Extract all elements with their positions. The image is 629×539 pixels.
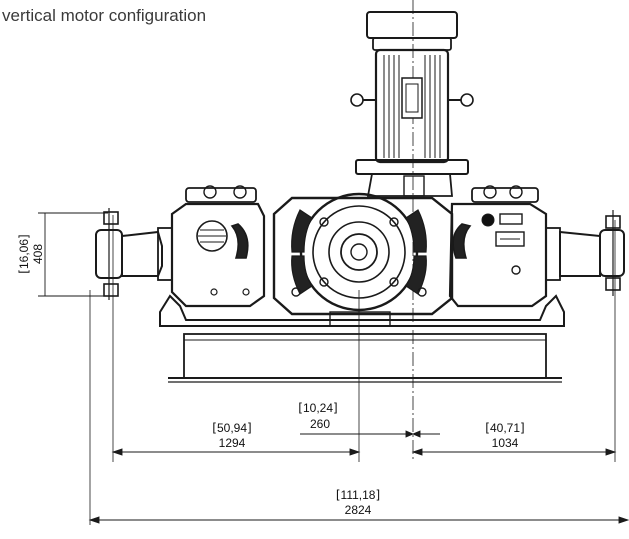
- dim-left-mm: 1294: [219, 436, 246, 450]
- dim-offset-mm: 260: [310, 417, 330, 431]
- dim-height-inch: [16,06]: [17, 234, 31, 273]
- dim-left-inch: [50,94]: [212, 421, 251, 435]
- skid-plate: [183, 333, 547, 379]
- dim-overall-inch: [111,18]: [336, 488, 380, 502]
- dim-height-mm: 408: [31, 244, 45, 264]
- lifting-eye-left: [350, 93, 364, 107]
- indicator-panel: [495, 231, 525, 247]
- dim-right-mm: 1034: [492, 436, 519, 450]
- dimension-lines: [38, 212, 629, 524]
- gearbox: [272, 192, 454, 316]
- base-frame: [159, 294, 565, 383]
- drive-shaft: [340, 233, 378, 271]
- dim-overall-mm: 2824: [345, 503, 372, 517]
- dim-offset-inch: [10,24]: [298, 401, 337, 415]
- lifting-eye-right: [460, 93, 474, 107]
- vent-grille-left: [196, 220, 228, 252]
- motor-terminal-box: [401, 77, 423, 119]
- dim-right-inch: [40,71]: [485, 421, 524, 435]
- motor: [350, 11, 474, 197]
- right-pump-head: [448, 185, 625, 308]
- left-pump-head: [95, 185, 266, 308]
- diagram-caption: vertical motor configuration: [2, 6, 207, 25]
